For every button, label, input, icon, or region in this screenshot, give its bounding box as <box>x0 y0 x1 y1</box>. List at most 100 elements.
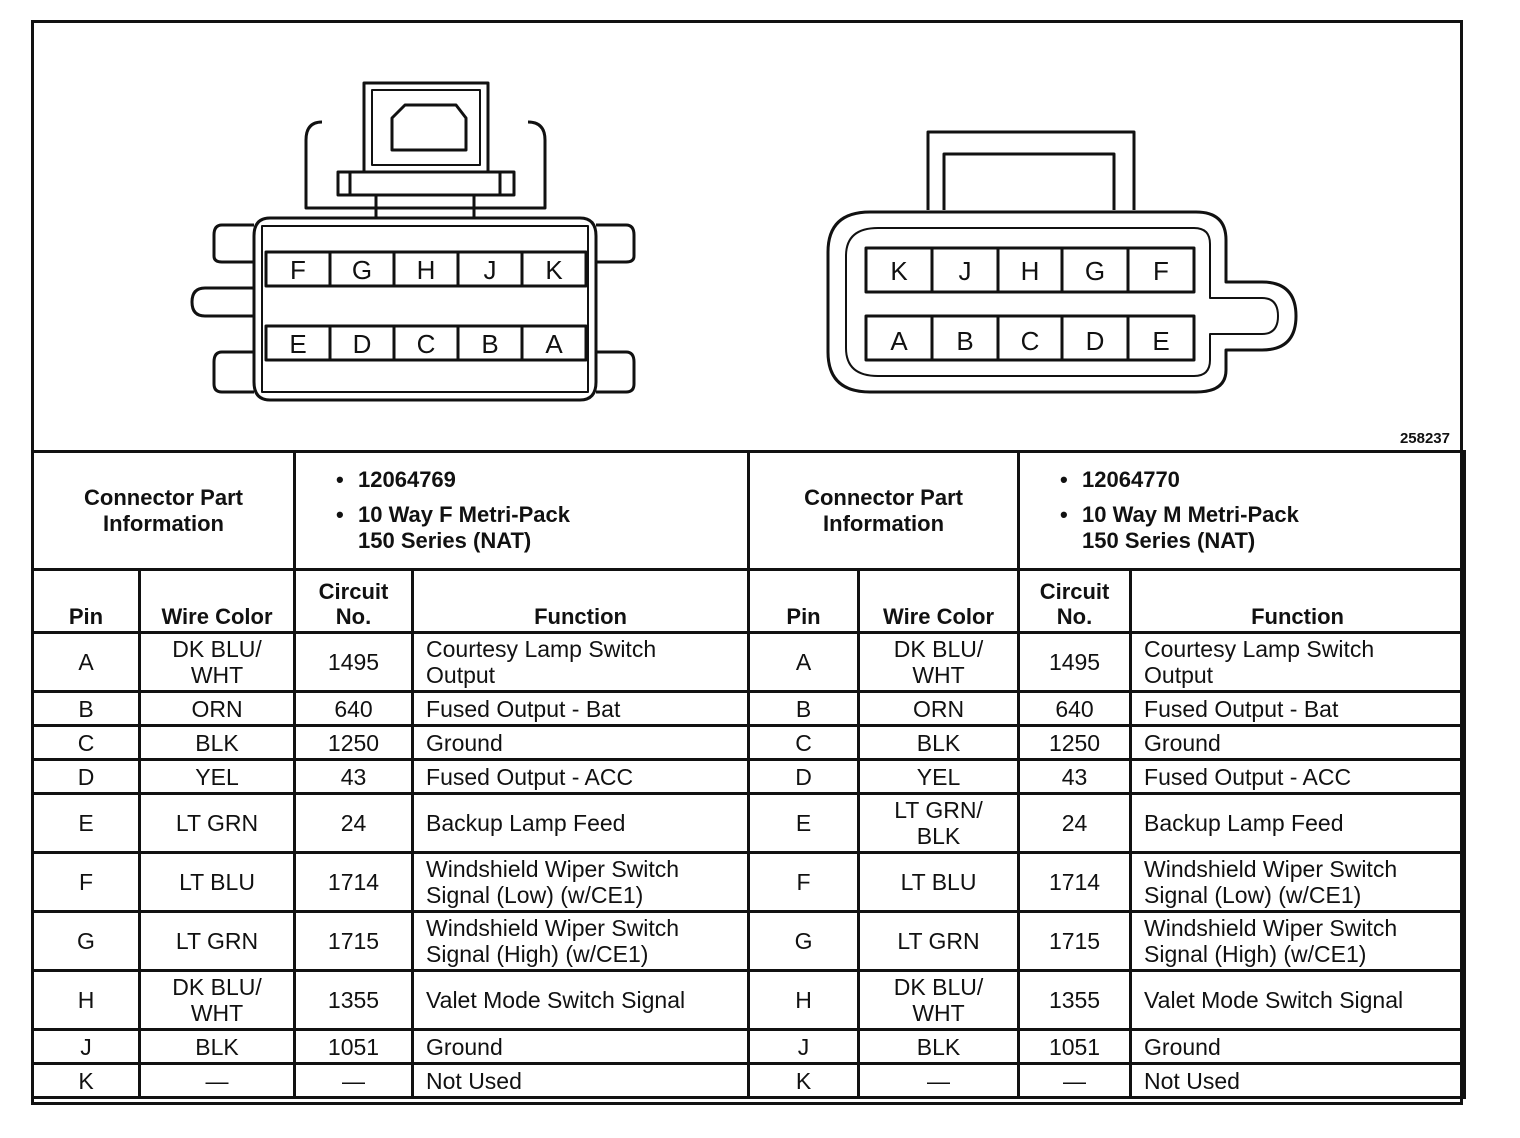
wire-color-cell-line: BLK <box>916 729 961 756</box>
circuit-cell: 1250 <box>1017 724 1133 761</box>
function-cell-line: Courtesy Lamp Switch <box>426 636 657 662</box>
function-cell: Ground <box>411 724 751 761</box>
wire-color-cell: DK BLU/WHT <box>137 969 297 1031</box>
col-header-wire-color: Wire Color <box>857 568 1021 634</box>
circuit-cell-line: 1715 <box>1048 928 1101 954</box>
right-pin-label: F <box>1153 256 1169 286</box>
right-pin-label: D <box>1086 326 1105 356</box>
pin-cell: K <box>31 1062 141 1099</box>
connector-table: Connector Part Information 12064769 10 W… <box>30 450 1467 1099</box>
wire-color-cell-line: DK BLU/ <box>172 636 262 662</box>
wire-color-cell-line: BLK <box>916 823 961 849</box>
pin-cell: G <box>31 910 141 972</box>
function-cell: Not Used <box>1129 1062 1467 1099</box>
wire-color-cell: — <box>857 1062 1021 1099</box>
wire-color-cell-line: WHT <box>912 1000 965 1026</box>
pin-cell-line: E <box>78 810 94 836</box>
circuit-cell: 24 <box>293 792 415 854</box>
circuit-cell: 1715 <box>1017 910 1133 972</box>
function-cell-line: Windshield Wiper Switch <box>426 915 680 941</box>
left-pin-label: D <box>353 329 372 359</box>
left-pin-label: E <box>289 329 306 359</box>
pin-cell-line: F <box>78 869 94 895</box>
wire-color-cell-line: LT GRN <box>175 810 259 836</box>
circuit-cell-line: 24 <box>1061 810 1088 836</box>
part-info-label: Connector Part Information <box>747 450 1021 571</box>
wire-color-cell: DK BLU/WHT <box>137 631 297 693</box>
pin-cell: K <box>747 1062 861 1099</box>
pin-cell-line: E <box>795 810 812 836</box>
col-header-pin: Pin <box>31 568 141 634</box>
pin-cell: J <box>747 1028 861 1065</box>
circuit-cell-line: 1495 <box>1048 649 1101 675</box>
wire-color-cell: — <box>137 1062 297 1099</box>
pin-cell-line: B <box>78 695 94 722</box>
part-number: 12064769 <box>336 467 735 493</box>
circuit-cell-line: 24 <box>340 810 367 836</box>
function-cell: Backup Lamp Feed <box>411 792 751 854</box>
wire-color-cell: ORN <box>137 690 297 727</box>
pin-cell-line: H <box>795 987 812 1013</box>
circuit-cell-line: 43 <box>1061 763 1088 790</box>
circuit-cell: 640 <box>293 690 415 727</box>
function-cell: Ground <box>1129 1028 1467 1065</box>
function-cell-line: Signal (High) (w/CE1) <box>1144 941 1367 967</box>
function-cell-line: Valet Mode Switch Signal <box>1144 987 1404 1013</box>
pin-cell-line: J <box>797 1033 810 1060</box>
pin-cell-line: C <box>795 729 812 756</box>
wire-color-cell: YEL <box>857 758 1021 795</box>
part-description-line: 150 Series (NAT) <box>358 528 532 553</box>
pin-cell: A <box>747 631 861 693</box>
pin-cell: A <box>31 631 141 693</box>
circuit-cell: 1495 <box>1017 631 1133 693</box>
pin-cell: F <box>31 851 141 913</box>
pin-cell-line: D <box>77 763 95 790</box>
wire-color-cell-line: YEL <box>916 763 961 790</box>
pin-cell-line: C <box>77 729 95 756</box>
function-cell-line: Fused Output - Bat <box>1144 695 1339 722</box>
circuit-cell: 1495 <box>293 631 415 693</box>
function-cell-line: Backup Lamp Feed <box>426 810 626 836</box>
pin-cell: B <box>31 690 141 727</box>
part-description: 10 Way M Metri-Pack 150 Series (NAT) <box>1060 502 1451 554</box>
wire-color-cell-line: LT BLU <box>179 869 255 895</box>
left-pin-label: G <box>352 255 372 285</box>
circuit-cell: 43 <box>293 758 415 795</box>
part-description-line: 10 Way M Metri-Pack <box>1082 502 1299 527</box>
pin-cell: G <box>747 910 861 972</box>
circuit-cell: — <box>1017 1062 1133 1099</box>
wire-color-cell-line: WHT <box>190 1000 244 1026</box>
part-info-label-line: Connector Part <box>84 484 243 510</box>
circuit-cell-line: 1250 <box>327 729 380 756</box>
col-header-line: No. <box>335 604 372 629</box>
function-cell-line: Output <box>1144 662 1214 688</box>
part-number: 12064770 <box>1060 467 1451 493</box>
function-cell: Fused Output - ACC <box>1129 758 1467 795</box>
pin-cell: B <box>747 690 861 727</box>
col-header-pin: Pin <box>747 568 861 634</box>
circuit-cell-line: 1051 <box>1048 1033 1101 1060</box>
function-cell-line: Ground <box>426 1033 503 1060</box>
column-header-row: Pin Wire Color Circuit No. Function Pin … <box>31 568 1467 634</box>
circuit-cell-line: 1714 <box>327 869 380 895</box>
pin-cell: D <box>747 758 861 795</box>
circuit-cell: 43 <box>1017 758 1133 795</box>
pin-cell: H <box>747 969 861 1031</box>
col-header-circuit: Circuit No. <box>293 568 415 634</box>
pin-cell-line: K <box>795 1067 812 1094</box>
part-info-label-line: Information <box>823 510 945 536</box>
circuit-cell-line: 1495 <box>327 649 380 675</box>
function-cell: Valet Mode Switch Signal <box>1129 969 1467 1031</box>
function-cell-line: Not Used <box>1144 1067 1240 1094</box>
wire-color-cell-line: LT GRN <box>175 928 259 954</box>
circuit-cell-line: 1355 <box>1048 987 1101 1013</box>
function-cell: Fused Output - Bat <box>411 690 751 727</box>
circuit-cell: 1714 <box>293 851 415 913</box>
part-description-line: 150 Series (NAT) <box>1082 528 1256 553</box>
